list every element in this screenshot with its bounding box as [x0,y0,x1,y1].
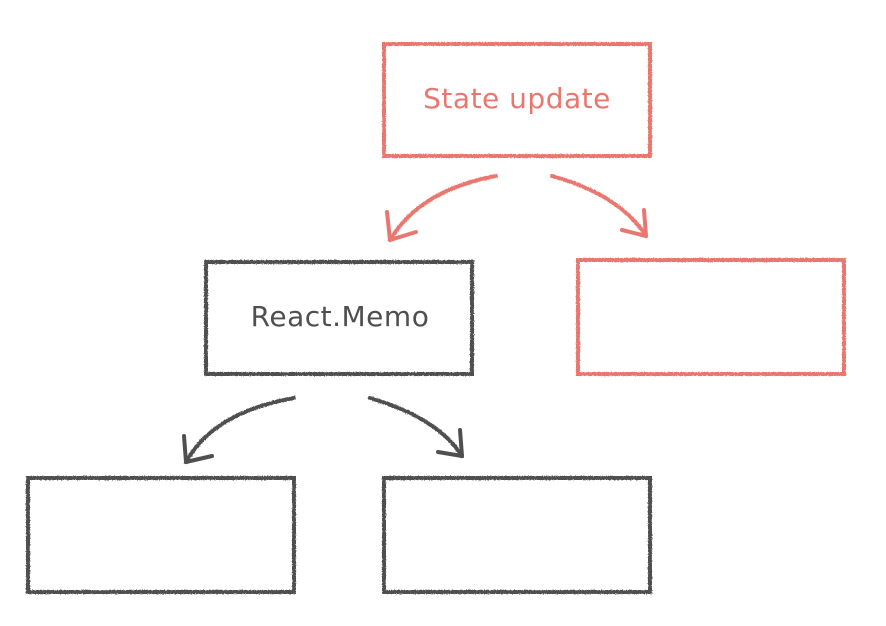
arrow-memo-to-bottom-left-head [182,434,214,464]
arrow-root-to-memo-head [385,210,418,242]
arrow-root-to-right-child [550,174,648,238]
right-child-node-box [576,258,846,376]
bottom-left-node-box [26,476,296,594]
arrow-root-to-right-child-shaft [550,174,648,238]
arrow-root-to-right-child-head [620,208,648,238]
arrow-memo-to-bottom-left [182,396,296,464]
arrow-memo-to-bottom-left-shaft [184,396,296,464]
arrow-memo-to-bottom-right [368,396,464,458]
bottom-right-node-box [382,476,652,594]
arrow-root-to-memo [385,174,498,242]
root-node-box [382,42,652,158]
memo-node: React.Memo [204,260,474,376]
root-node-label: State update [423,82,611,115]
memo-node-box [204,260,474,376]
root-node: State update [382,42,652,158]
memo-node-label: React.Memo [251,300,430,333]
arrow-memo-to-bottom-right-head [436,428,464,458]
arrow-root-to-memo-shaft [388,174,498,242]
bottom-right-node [382,476,652,594]
arrow-memo-to-bottom-right-shaft [368,396,464,458]
right-child-node [576,258,846,376]
bottom-left-node [26,476,296,594]
